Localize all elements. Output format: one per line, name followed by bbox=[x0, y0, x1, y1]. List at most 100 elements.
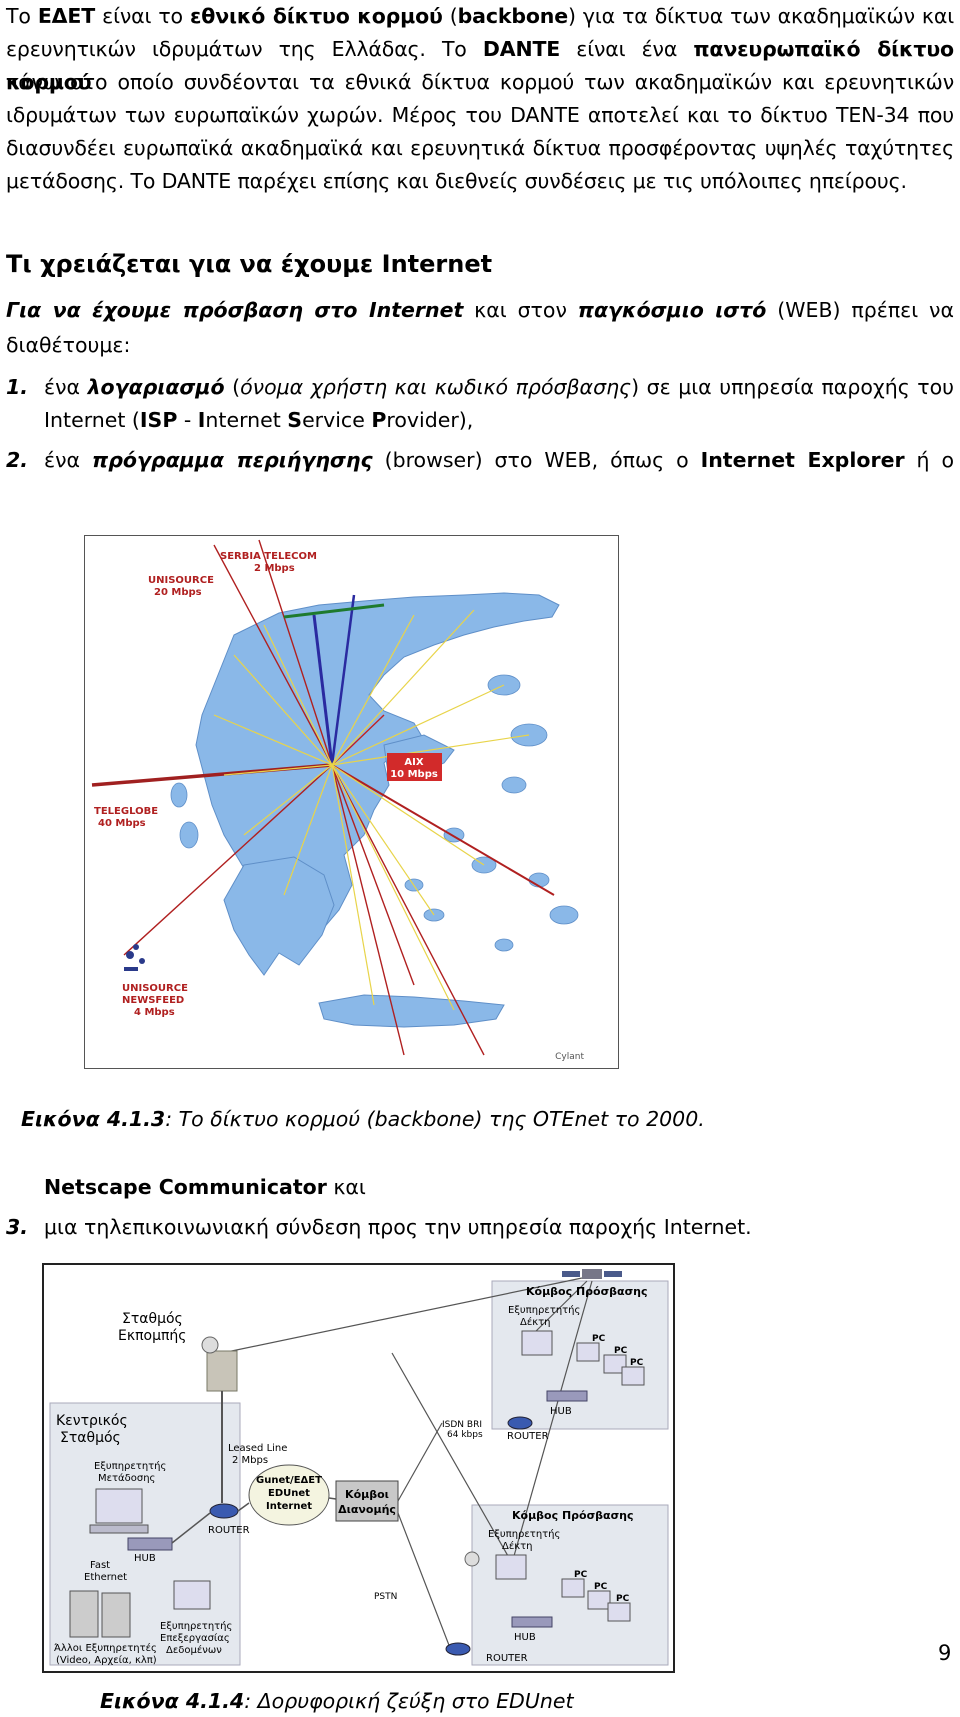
text: και bbox=[326, 1175, 366, 1199]
text: όνομα χρήστη και κωδικό πρόσβασης bbox=[240, 375, 632, 399]
gunet-label: Gunet/ΕΔΕΤ bbox=[256, 1475, 322, 1486]
central-label-2: Σταθμός bbox=[60, 1430, 121, 1446]
other-servers-label-2: (Video, Αρχεία, κλπ) bbox=[56, 1654, 157, 1666]
backbone-map: SERBIA TELECOM 2 Mbps UNISOURCE 20 Mbps … bbox=[84, 535, 619, 1069]
gunet-cloud bbox=[248, 1464, 330, 1526]
list-number: 2. bbox=[6, 448, 29, 472]
text: ( bbox=[442, 4, 458, 28]
text: πάνω στο οποίο συνδέονται τα εθνικά δίκτ… bbox=[6, 70, 954, 94]
text: λογαριασμό bbox=[87, 375, 225, 399]
newsfeed-label: UNISOURCE bbox=[122, 983, 188, 994]
list-number: 3. bbox=[6, 1215, 29, 1239]
dish-icon bbox=[201, 1336, 219, 1354]
text: nternet bbox=[205, 408, 288, 432]
hub-label: HUB bbox=[514, 1632, 536, 1643]
pc-icon bbox=[621, 1366, 645, 1386]
pc-icon bbox=[603, 1354, 627, 1374]
hub-icon bbox=[127, 1537, 173, 1551]
peloponnese-shape bbox=[223, 856, 335, 976]
text: διασυνδέει ευρωπαϊκά ακαδημαϊκά και ερευ… bbox=[6, 136, 954, 160]
text: παγκόσμιο ιστό bbox=[577, 298, 767, 322]
hub-label: HUB bbox=[134, 1553, 156, 1564]
list-number: 1. bbox=[6, 375, 29, 399]
db-server-label-3: Δεδομένων bbox=[166, 1644, 222, 1656]
db-server-icon bbox=[173, 1580, 211, 1610]
text: Το bbox=[6, 4, 38, 28]
tx-server-label-2: Μετάδοσης bbox=[98, 1472, 155, 1484]
satellite-beams bbox=[221, 1277, 593, 1564]
gunet-label-2: EDUnet bbox=[268, 1488, 310, 1499]
list-item-text: Netscape Communicator και bbox=[44, 1171, 954, 1204]
db-server-label: Εξυπηρετητής bbox=[160, 1620, 232, 1632]
isdn-label: ISDN BRI bbox=[442, 1420, 482, 1430]
access-node-label: Κόμβος Πρόσβασης bbox=[526, 1285, 648, 1298]
text: ή ο bbox=[904, 448, 954, 472]
text: ervice bbox=[302, 408, 372, 432]
para-line: πάνω στο οποίο συνδέονται τα εθνικά δίκτ… bbox=[6, 66, 954, 99]
text: ένα bbox=[44, 375, 88, 399]
access-node-label: Κόμβος Πρόσβασης bbox=[512, 1509, 634, 1522]
tx-server-icon bbox=[95, 1488, 143, 1524]
gunet-label-3: Internet bbox=[266, 1501, 312, 1512]
aix-label: ΑΙΧ bbox=[404, 757, 423, 768]
rx-server-icon bbox=[521, 1330, 553, 1356]
page-number: 9 bbox=[938, 1641, 952, 1665]
text: πανευρωπαϊκό δίκτυο κορμού bbox=[6, 37, 954, 95]
newsfeed-label-2: NEWSFEED bbox=[122, 995, 184, 1006]
text: Internet ( bbox=[44, 408, 140, 432]
pc-label: PC bbox=[614, 1346, 628, 1356]
text: ) για τα δίκτυα των ακαδημαϊκών και bbox=[568, 4, 954, 28]
hub-icon bbox=[511, 1616, 553, 1628]
text: Netscape Communicator bbox=[44, 1175, 327, 1199]
fast-label: Fast bbox=[90, 1560, 110, 1571]
hub-label: HUB bbox=[550, 1406, 572, 1417]
section-heading: Τι χρειάζεται για να έχουμε Internet bbox=[6, 250, 493, 278]
text: Για να έχουμε πρόσβαση στο Internet bbox=[6, 298, 464, 322]
satellite-icon bbox=[562, 1269, 622, 1279]
text: ) σε μια υπηρεσία παροχής του bbox=[631, 375, 955, 399]
para-line: μετάδοσης. Το DANTE παρέχει επίσης και δ… bbox=[6, 165, 954, 198]
rx-server-label: Εξυπηρετητής bbox=[488, 1528, 560, 1540]
uplink-label: Σταθμός bbox=[122, 1311, 183, 1327]
db-server-label-2: Επεξεργασίας bbox=[160, 1632, 230, 1644]
text: (browser) στο WEB, όπως ο bbox=[372, 448, 701, 472]
caption-label: Εικόνα 4.1.4 bbox=[100, 1689, 245, 1713]
text: εθνικό δίκτυο κορμού bbox=[190, 4, 443, 28]
aix-speed: 10 Mbps bbox=[390, 769, 438, 780]
text: ISP bbox=[139, 408, 178, 432]
text: S bbox=[287, 408, 303, 432]
text: ένα bbox=[44, 448, 92, 472]
caption-text: : Δορυφορική ζεύξη στο EDUnet bbox=[244, 1689, 574, 1713]
text: πρόγραμμα περιήγησης bbox=[91, 448, 373, 472]
newsfeed-speed: 4 Mbps bbox=[134, 1007, 175, 1018]
yellow-links bbox=[213, 609, 530, 1011]
text: P bbox=[371, 408, 387, 432]
pc-icon bbox=[587, 1590, 611, 1610]
rx-server-label-2: Δέκτη bbox=[520, 1316, 551, 1328]
edunet-satellite-figure: Σταθμός Εκπομπής Κεντρικός Σταθμός Lease… bbox=[42, 1263, 675, 1677]
router-icon bbox=[445, 1642, 471, 1656]
pc-label: PC bbox=[630, 1358, 644, 1368]
para-line: Το ΕΔΕΤ είναι το εθνικό δίκτυο κορμού (b… bbox=[6, 0, 954, 33]
rx-server-icon bbox=[495, 1554, 527, 1580]
text: backbone bbox=[457, 4, 569, 28]
list-item-text: μια τηλεπικοινωνιακή σύνδεση προς την υπ… bbox=[44, 1215, 752, 1239]
pc-icon bbox=[576, 1342, 600, 1362]
para-line: ιδρυμάτων των ευρωπαϊκών χωρών. Μέρος το… bbox=[6, 99, 954, 132]
central-label: Κεντρικός bbox=[56, 1413, 128, 1429]
other-servers-label: Άλλοι Εξυπηρετητές bbox=[54, 1642, 157, 1654]
list-item-text: ένα λογαριασμό (όνομα χρήστη και κωδικό … bbox=[44, 371, 954, 437]
pstn-label: PSTN bbox=[374, 1592, 397, 1602]
fast-label-2: Ethernet bbox=[84, 1572, 127, 1583]
text: διαθέτουμε: bbox=[6, 333, 131, 357]
text: (WEB) πρέπει να bbox=[766, 298, 954, 322]
pc-icon bbox=[607, 1602, 631, 1622]
pc-label: PC bbox=[574, 1570, 588, 1580]
serbia-speed: 2 Mbps bbox=[254, 563, 295, 574]
caption-text: : Το δίκτυο κορμού (backbone) της OTEnet… bbox=[165, 1107, 705, 1131]
pc-icon bbox=[561, 1578, 585, 1598]
rx-server-label: Εξυπηρετητής bbox=[508, 1304, 580, 1316]
unisource-speed: 20 Mbps bbox=[154, 587, 202, 598]
satellite-diagram: Σταθμός Εκπομπής Κεντρικός Σταθμός Lease… bbox=[42, 1263, 675, 1673]
hub-icon bbox=[546, 1390, 588, 1402]
